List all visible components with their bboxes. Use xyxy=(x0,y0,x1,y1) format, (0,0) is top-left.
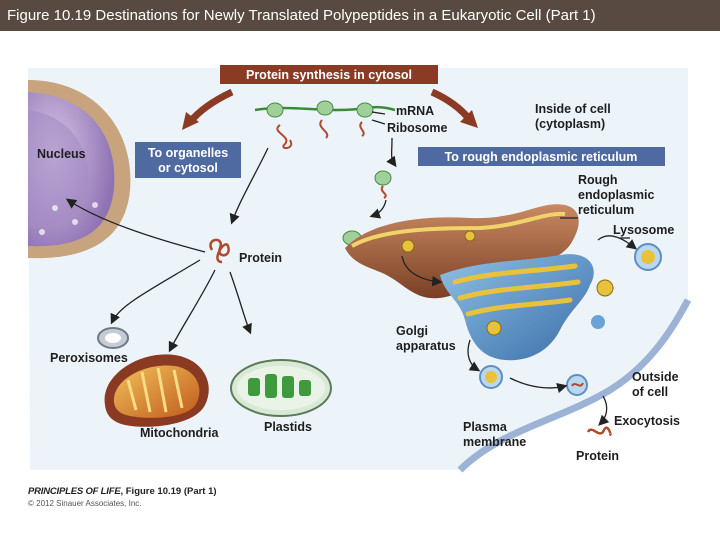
box-organelles-line2: or cytosol xyxy=(158,161,218,175)
header-box-protein-synthesis: Protein synthesis in cytosol xyxy=(220,65,438,84)
copyright: © 2012 Sinauer Associates, Inc. xyxy=(28,499,142,508)
book-title: PRINCIPLES OF LIFE xyxy=(28,486,121,497)
label-rer-line1: Rough xyxy=(578,173,618,187)
label-plastids: Plastids xyxy=(264,420,312,434)
figure-reference: , Figure 10.19 (Part 1) xyxy=(120,486,217,497)
label-inside-line1: Inside of cell xyxy=(535,102,611,116)
rough-er xyxy=(345,204,579,299)
label-lysosome: Lysosome xyxy=(613,223,674,237)
label-outside-line1: Outside xyxy=(632,370,679,384)
label-peroxisomes: Peroxisomes xyxy=(50,351,128,365)
plasma-membrane xyxy=(457,298,692,473)
label-inside-line2: (cytoplasm) xyxy=(535,117,605,131)
label-golgi-line2: apparatus xyxy=(396,339,456,353)
plastid xyxy=(230,359,332,417)
label-plasma-line1: Plasma xyxy=(463,420,508,434)
box-to-rer: To rough endoplasmic reticulum xyxy=(418,147,665,166)
nucleus xyxy=(28,80,131,259)
label-mitochondria: Mitochondria xyxy=(140,426,220,440)
secretory-vesicles xyxy=(479,365,612,436)
label-plasma-line2: membrane xyxy=(463,435,526,449)
golgi-apparatus xyxy=(440,254,614,361)
protein-coil-center xyxy=(209,238,230,264)
mitochondrion xyxy=(104,354,209,427)
label-ribosome: Ribosome xyxy=(387,121,447,135)
label-protein-exit: Protein xyxy=(576,449,619,463)
outside-of-cell-region xyxy=(460,300,688,470)
pathway-arrows xyxy=(65,111,638,426)
lysosome xyxy=(634,243,662,271)
box-organelles-line1: To organelles xyxy=(148,146,228,160)
header-box-label: Protein synthesis in cytosol xyxy=(246,68,412,82)
label-rer-line2: endoplasmic xyxy=(578,188,654,202)
figure-title: Figure 10.19 Destinations for Newly Tran… xyxy=(0,0,720,31)
book-credit: PRINCIPLES OF LIFE, Figure 10.19 (Part 1… xyxy=(28,486,217,497)
box-to-organelles: To organelles or cytosol xyxy=(135,142,241,178)
mrna-with-ribosomes xyxy=(254,100,396,150)
label-mrna: mRNA xyxy=(396,104,434,118)
label-nucleus: Nucleus xyxy=(37,147,86,161)
label-exocytosis: Exocytosis xyxy=(614,414,680,428)
label-golgi-line1: Golgi xyxy=(396,324,428,338)
box-rer-label: To rough endoplasmic reticulum xyxy=(445,150,638,164)
label-rer-line3: reticulum xyxy=(578,203,634,217)
label-protein-center: Protein xyxy=(239,251,282,265)
label-outside-line2: of cell xyxy=(632,385,668,399)
peroxisome xyxy=(97,327,129,349)
